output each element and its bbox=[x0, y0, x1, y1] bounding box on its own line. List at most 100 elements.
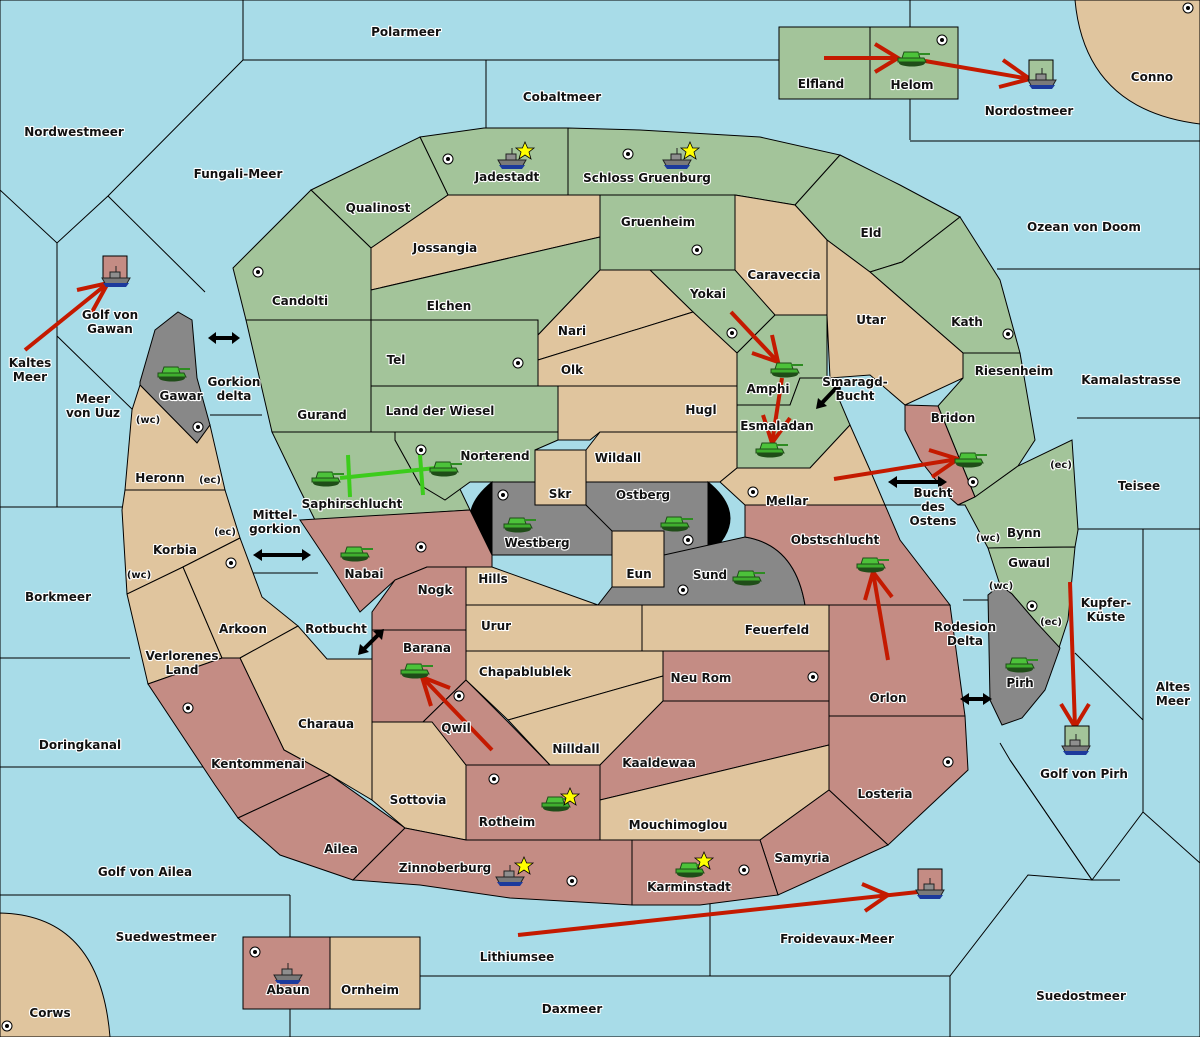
territory-land-der-wiesel[interactable] bbox=[370, 385, 559, 433]
territory-labels: PolarmeerCobaltmeerNordwestmeerFungali-M… bbox=[8, 24, 1192, 1021]
sea-label-froidevaux: Froidevaux-Meer bbox=[780, 932, 894, 946]
territory-losteria[interactable] bbox=[828, 715, 969, 846]
territory-label-gwaul: Gwaul bbox=[1008, 556, 1050, 570]
territory-label-hills: Hills bbox=[478, 572, 508, 586]
territory-label-gruenheim: Gruenheim bbox=[621, 215, 695, 229]
territory-label-hugl: Hugl bbox=[685, 403, 716, 417]
territory-label-olk: Olk bbox=[561, 363, 584, 377]
territory-ornheim[interactable] bbox=[329, 936, 421, 1010]
sea-label-rotbucht: Rotbucht bbox=[305, 622, 367, 636]
territory-label-nilldall: Nilldall bbox=[552, 742, 599, 756]
territory-obstschlucht[interactable] bbox=[744, 504, 952, 606]
territory-label-sund: Sund bbox=[693, 568, 727, 582]
territory-label-elfland: Elfland bbox=[798, 77, 844, 91]
territory-label-elchen: Elchen bbox=[427, 299, 472, 313]
sea-label-nordwestmeer: Nordwestmeer bbox=[24, 125, 124, 139]
passage-mittelgorkion-icon bbox=[253, 549, 311, 561]
supply-center-kath bbox=[1002, 328, 1014, 340]
sea-label-nordostmeer: Nordostmeer bbox=[985, 104, 1074, 118]
territory-conno[interactable] bbox=[1074, 0, 1200, 125]
territory-label-caraveccia: Caraveccia bbox=[747, 268, 820, 282]
territory-label-chapablublek: Chapablublek bbox=[479, 665, 572, 679]
territory-kentommenai[interactable] bbox=[147, 657, 332, 819]
territory-label-nari: Nari bbox=[558, 324, 586, 338]
territory-label-arkoon: Arkoon bbox=[219, 622, 267, 636]
coast-label-ec-2: (ec) bbox=[214, 527, 236, 538]
territory-neu-rom[interactable] bbox=[662, 650, 830, 702]
territory-corws[interactable] bbox=[0, 912, 111, 1037]
territory-label-kath: Kath bbox=[951, 315, 983, 329]
territory-label-wildall: Wildall bbox=[595, 451, 641, 465]
territory-label-samyria: Samyria bbox=[774, 851, 829, 865]
territory-gruenheim[interactable] bbox=[599, 194, 736, 271]
supply-center-schloss bbox=[622, 148, 634, 160]
supply-center-abaun bbox=[249, 946, 261, 958]
passage-rodesion-icon bbox=[960, 693, 992, 705]
territory-label-sottovia: Sottovia bbox=[390, 793, 447, 807]
territory-label-qualinost: Qualinost bbox=[346, 201, 411, 215]
territory-elfland[interactable] bbox=[778, 26, 871, 100]
territory-label-orlon: Orlon bbox=[869, 691, 906, 705]
territory-karminstadt[interactable] bbox=[631, 839, 779, 906]
territory-label-gawar: Gawar bbox=[159, 389, 202, 403]
territory-label-bridon: Bridon bbox=[931, 411, 976, 425]
coast-label-ec-7: (ec) bbox=[1040, 617, 1062, 628]
sea-label-golf-ailea: Golf von Ailea bbox=[98, 865, 192, 879]
supply-center-jadestadt bbox=[442, 153, 454, 165]
sea-label-suedwestmeer: Suedwestmeer bbox=[116, 930, 217, 944]
territory-label-charaua: Charaua bbox=[298, 717, 354, 731]
sea-label-cobaltmeer: Cobaltmeer bbox=[523, 90, 601, 104]
territory-label-utar: Utar bbox=[856, 313, 886, 327]
sea-label-fungali: Fungali-Meer bbox=[194, 167, 283, 181]
territory-label-kaaldewaa: Kaaldewaa bbox=[622, 756, 696, 770]
territory-label-riesenheim: Riesenheim bbox=[975, 364, 1054, 378]
territory-skr[interactable] bbox=[534, 449, 587, 506]
supply-center-losteria bbox=[942, 756, 954, 768]
supply-center-norterend bbox=[415, 444, 427, 456]
territory-label-mouchimoglou: Mouchimoglou bbox=[629, 818, 728, 832]
territory-bynn[interactable] bbox=[957, 439, 1079, 549]
territory-label-jadestadt: Jadestadt bbox=[474, 170, 540, 184]
sea-label-polarmeer: Polarmeer bbox=[371, 25, 441, 39]
passage-markers bbox=[208, 332, 992, 705]
territory-pirh[interactable] bbox=[987, 584, 1061, 726]
sea-label-ozean: Ozean von Doom bbox=[1027, 220, 1141, 234]
sea-label-kamalastrasse: Kamalastrasse bbox=[1081, 373, 1181, 387]
move-arrow-yokai-amphi bbox=[729, 310, 781, 366]
territory-label-barana: Barana bbox=[403, 641, 451, 655]
territory-label-obstschlucht: Obstschlucht bbox=[791, 533, 880, 547]
supply-center-conno bbox=[1182, 2, 1194, 14]
territory-label-neu-rom: Neu Rom bbox=[671, 671, 732, 685]
territory-label-pirh: Pirh bbox=[1006, 676, 1033, 690]
supply-center-qwil bbox=[453, 690, 465, 702]
territory-label-gurand: Gurand bbox=[297, 408, 347, 422]
sea-label-lithiumsee: Lithiumsee bbox=[480, 950, 555, 964]
passage-bucht-ostens-icon bbox=[888, 476, 947, 488]
coast-label-ec-1: (ec) bbox=[199, 475, 221, 486]
territory-label-ornheim: Ornheim bbox=[341, 983, 399, 997]
territory-label-feuerfeld: Feuerfeld bbox=[745, 623, 810, 637]
territory-label-karminstadt: Karminstadt bbox=[647, 880, 731, 894]
territory-label-westberg: Westberg bbox=[504, 536, 569, 550]
supply-center-helom bbox=[936, 34, 948, 46]
supply-center-westberg bbox=[497, 489, 509, 501]
territory-label-rotheim: Rotheim bbox=[479, 815, 536, 829]
territory-label-saphirschlucht: Saphirschlucht bbox=[302, 497, 403, 511]
move-arrow-lithiumsee-froidevaux bbox=[517, 882, 919, 937]
supply-center-rotheim bbox=[488, 773, 500, 785]
coast-label-ec-4: (ec) bbox=[1050, 460, 1072, 471]
sea-label-teisee: Teisee bbox=[1118, 479, 1160, 493]
supply-center-candolti bbox=[252, 266, 264, 278]
supply-center-bridon bbox=[967, 476, 979, 488]
supply-center-gruenheim bbox=[691, 244, 703, 256]
territory-label-amphi: Amphi bbox=[746, 382, 789, 396]
territory-label-esmaladan: Esmaladan bbox=[740, 419, 813, 433]
